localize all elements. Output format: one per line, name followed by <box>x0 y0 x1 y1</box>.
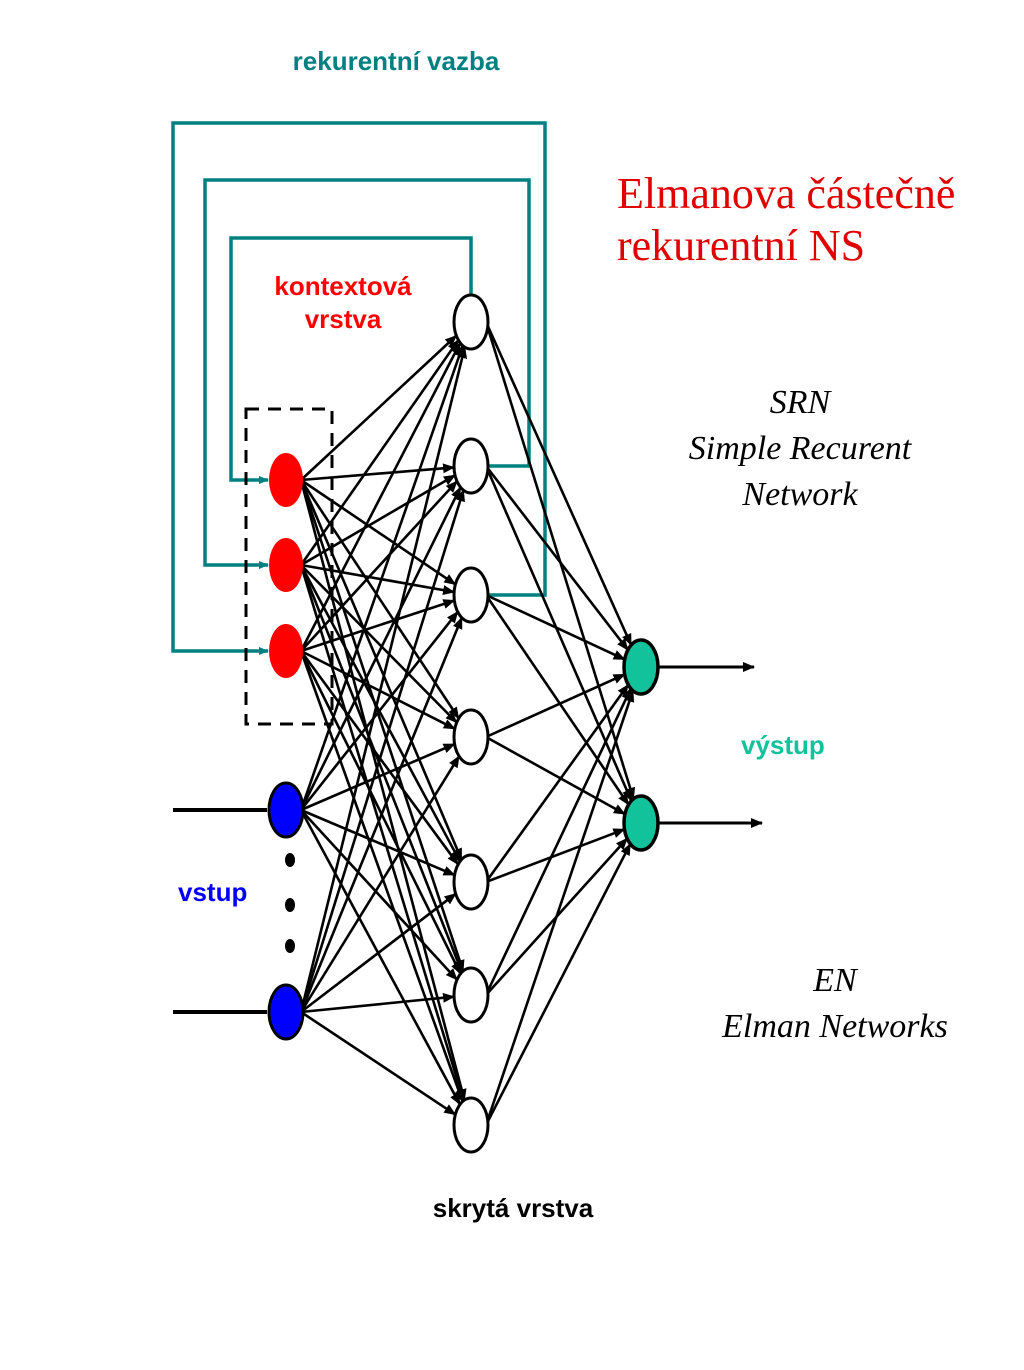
connection-left-3-hidden-6 <box>299 650 462 975</box>
output-neuron-2 <box>622 794 660 852</box>
en-line-2: Elman Networks <box>722 1008 948 1045</box>
connection-hidden-2-output-1 <box>484 465 629 651</box>
connection-hidden-7-output-1 <box>484 689 635 1126</box>
hidden-neuron-3 <box>452 566 490 624</box>
connection-left-3-hidden-4 <box>300 649 456 730</box>
hidden-neuron-6 <box>452 966 490 1024</box>
connection-left-2-hidden-5 <box>299 564 462 863</box>
recurrent-link-label: rekurentní vazba <box>292 46 500 76</box>
connection-left-3-hidden-3 <box>300 599 456 653</box>
input-neuron-2 <box>267 983 305 1041</box>
connection-hidden-6-output-1 <box>484 687 632 996</box>
connection-hidden-5-output-2 <box>485 828 626 884</box>
connection-left-4-hidden-2 <box>299 486 462 811</box>
context-neuron-1 <box>269 453 303 507</box>
context-neuron-2 <box>269 538 303 592</box>
connection-left-2-hidden-3 <box>300 563 456 596</box>
connection-hidden-4-output-2 <box>485 735 626 816</box>
connection-left-2-hidden-6 <box>299 564 464 974</box>
recurrent-link-3 <box>229 236 473 484</box>
en-line-1: EN <box>813 962 857 999</box>
connection-hidden-3-output-1 <box>485 593 626 661</box>
connection-left-5-hidden-4 <box>299 755 461 1013</box>
context-layer-box <box>244 407 334 726</box>
connection-left-4-hidden-3 <box>299 611 459 811</box>
connection-left-3-hidden-2 <box>300 480 458 652</box>
srn-line-1: SRN <box>769 384 831 421</box>
connection-left-5-hidden-5 <box>300 892 457 1014</box>
input-neuron-1 <box>267 781 305 839</box>
hidden-neuron-1 <box>452 293 490 351</box>
recurrent-link-2 <box>203 178 531 569</box>
connection-left-3-hidden-1 <box>299 341 462 652</box>
connection-left-5-hidden-3 <box>299 616 463 1013</box>
connection-hidden-7-output-2 <box>484 843 632 1126</box>
connection-left-4-hidden-1 <box>299 344 464 811</box>
connection-left-1-hidden-5 <box>299 479 463 861</box>
context-label-line-2: vrstva <box>304 304 382 334</box>
io-arrows <box>173 662 763 1014</box>
connection-left-2-hidden-2 <box>300 474 456 567</box>
connection-left-1-hidden-6 <box>299 479 465 973</box>
hidden-neuron-4 <box>452 708 490 766</box>
en-annotation: EN Elman Networks <box>690 958 980 1050</box>
srn-annotation: SRN Simple Recurent Network <box>660 380 940 518</box>
connection-left-1-hidden-1 <box>300 334 458 481</box>
recurrent-link-1 <box>171 121 547 655</box>
hidden-neuron-2 <box>452 437 490 495</box>
neurons <box>267 293 660 1154</box>
connection-left-1-hidden-7 <box>299 479 467 1102</box>
input-ellipsis-dots <box>285 853 295 953</box>
connection-left-2-hidden-7 <box>299 564 466 1102</box>
ellipsis-dot-1 <box>285 853 295 867</box>
connection-left-3-hidden-7 <box>299 650 464 1103</box>
ellipsis-dot-2 <box>285 898 295 912</box>
srn-line-2: Simple Recurent <box>688 430 912 467</box>
connection-left-4-hidden-7 <box>299 809 462 1106</box>
hidden-neuron-5 <box>452 853 490 911</box>
srn-line-3: Network <box>742 476 858 513</box>
connection-hidden-2-output-2 <box>484 465 633 802</box>
hidden-neuron-7 <box>452 1096 490 1154</box>
connection-left-4-hidden-6 <box>300 809 458 981</box>
connection-left-2-hidden-1 <box>299 339 460 566</box>
ellipsis-dot-3 <box>285 939 295 953</box>
connection-left-5-hidden-1 <box>299 346 468 1013</box>
input-label: vstup <box>178 877 248 907</box>
connection-hidden-3-output-2 <box>484 594 630 806</box>
connection-hidden-4-output-1 <box>485 673 626 739</box>
recurrent-links <box>171 121 547 655</box>
connection-left-1-hidden-2 <box>300 463 456 482</box>
hidden-layer-label: skrytá vrstva <box>432 1193 594 1223</box>
connection-hidden-1-output-1 <box>484 321 633 646</box>
title-line-1: Elmanova částečně <box>617 169 956 218</box>
context-label-line-1: kontextová <box>274 271 412 301</box>
diagram-title: Elmanova částečně rekurentní NS <box>617 168 955 272</box>
connection-left-1-hidden-4 <box>299 479 460 720</box>
connection-left-5-hidden-7 <box>300 1010 457 1116</box>
context-neuron-3 <box>269 624 303 678</box>
title-line-2: rekurentní NS <box>617 221 866 270</box>
connection-lines <box>299 321 636 1126</box>
connection-left-5-hidden-6 <box>300 992 456 1014</box>
connection-left-5-hidden-2 <box>299 489 465 1013</box>
output-label: výstup <box>741 730 825 760</box>
connection-left-1-hidden-3 <box>300 478 457 586</box>
connection-hidden-5-output-1 <box>484 683 630 883</box>
connection-left-4-hidden-5 <box>300 808 456 877</box>
connection-left-4-hidden-4 <box>300 742 456 812</box>
output-neuron-1 <box>622 638 660 696</box>
